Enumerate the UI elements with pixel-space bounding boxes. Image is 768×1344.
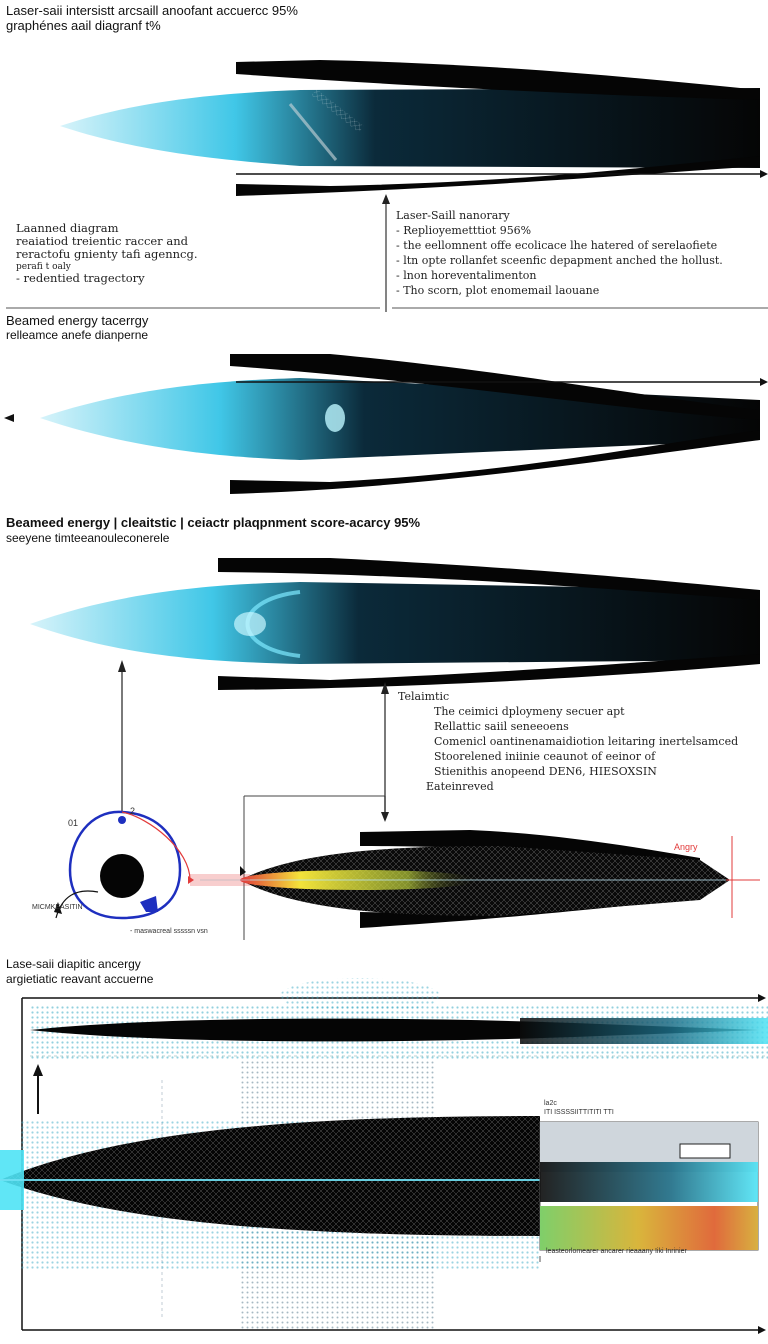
orbit-red-arc <box>121 811 191 881</box>
panel-2-caption-1: Beamed energy tacerrgy <box>6 313 149 328</box>
panel-3-notes: Telaimtic The ceimici dploymeny secuer a… <box>398 690 739 796</box>
panel-4-caption-1: Lase-saii diapitic ancergy <box>6 957 141 971</box>
sail-3-upper-fin <box>218 558 760 600</box>
p3-notes-line-3: Rellattic saiil seneeoens <box>434 720 569 733</box>
sail-4-bottom <box>0 1116 540 1236</box>
legend-line-3: reractofu gnienty tafi agenncg. <box>16 247 198 262</box>
p3-notes-line-1: Telaimtic <box>398 690 450 703</box>
sail-2-upper-fin <box>230 354 760 420</box>
inset-subtitle: ITI ISSSSIITTITITI TTI <box>544 1109 614 1116</box>
sail-3 <box>6 558 760 940</box>
sail-2-lower-fin <box>230 430 760 494</box>
orbit-label-1: 01 <box>68 818 79 828</box>
p3-notes-line-6: Stienithis anopeend DEN6, HIESOXSIN <box>434 765 657 778</box>
legend-line-1: Laanned diagram <box>16 221 119 235</box>
sail-2 <box>4 354 768 494</box>
notes-line-4: - lnon horeventalimenton <box>396 269 537 282</box>
orbit-bottom-caption: - maswacreal sssssn vsn <box>130 928 208 935</box>
legend-line-5: - redentied tragectory <box>16 271 145 285</box>
legend-line-4: perafi t oaly <box>16 261 71 272</box>
sail-4-top <box>30 1018 768 1044</box>
sail-3-lower-fin <box>218 654 760 690</box>
orbit-label-2: 2 <box>130 806 136 816</box>
sail-1 <box>6 60 768 196</box>
p3-notes-line-7: Eateinreved <box>426 780 494 793</box>
orbit-caption: MICMKEASITIN <box>32 904 83 911</box>
sail-1-body <box>60 88 760 168</box>
sail-2-flare <box>325 404 345 432</box>
page-title-line-2: graphénes aail diagranf t% <box>6 18 161 33</box>
angle-label: Angry <box>674 842 698 852</box>
inset-title: la2c <box>544 1100 557 1107</box>
orbit-diagram <box>54 810 194 920</box>
sail-1-label-strip <box>311 89 364 133</box>
craft-marker <box>140 896 158 912</box>
panel-3-caption-2: seeyene timteeanouleconerele <box>6 531 170 545</box>
panel-1-leaders <box>6 194 768 312</box>
notes-line-5: - Tho scorn, plot enomemail laouane <box>396 284 600 297</box>
panel-1-notes: Laser-Saill nanorary - Replioyemetttiot … <box>396 209 723 300</box>
notes-title: Laser-Saill nanorary <box>396 209 510 222</box>
panel-3-caption-1: Beameed energy | cleaitstic | ceiactr pl… <box>6 515 421 530</box>
planet-body <box>100 854 144 898</box>
panel-1-legend: Laanned diagram reaiatiod treientic racc… <box>16 221 198 285</box>
p3-notes-line-2: The ceimici dploymeny secuer apt <box>434 705 625 718</box>
orbit-ring <box>68 810 182 920</box>
sail-1-lower-fin <box>236 156 760 196</box>
panel-4-caption-2: argietiatic reavant accuerne <box>6 972 154 986</box>
notes-line-2: - the eellomnent offe ecolicace lhe hate… <box>396 239 718 252</box>
page-title-line-1: Laser-saii intersistt arcsaill anoofant … <box>6 3 298 18</box>
p3-notes-line-4: Comenicl oantinenamaidiotion leitaring i… <box>434 735 739 748</box>
beam-4-exit-top <box>520 1018 768 1044</box>
p3-notes-line-5: Stoorelened iniinie ceaunot of eeinor of <box>434 750 656 763</box>
sail-3-flare <box>234 612 266 636</box>
sail-1-upper-fin <box>236 60 760 100</box>
legend-line-2: reaiatiod treientic raccer and <box>16 234 188 249</box>
sail-hot <box>190 830 760 928</box>
inset-caption: leasteorlomearer ancarer rieaaany Iiki I… <box>546 1248 687 1255</box>
notes-line-1: - Replioyemetttiot 956% <box>396 224 532 237</box>
panel-2-caption-2: relleamce anefe dianperne <box>6 328 149 342</box>
notes-line-3: - ltn opte rollanfet sceenfic depapment … <box>396 254 723 267</box>
inset-heat-band <box>540 1206 758 1250</box>
inset-heatmap-panel <box>539 1121 759 1262</box>
